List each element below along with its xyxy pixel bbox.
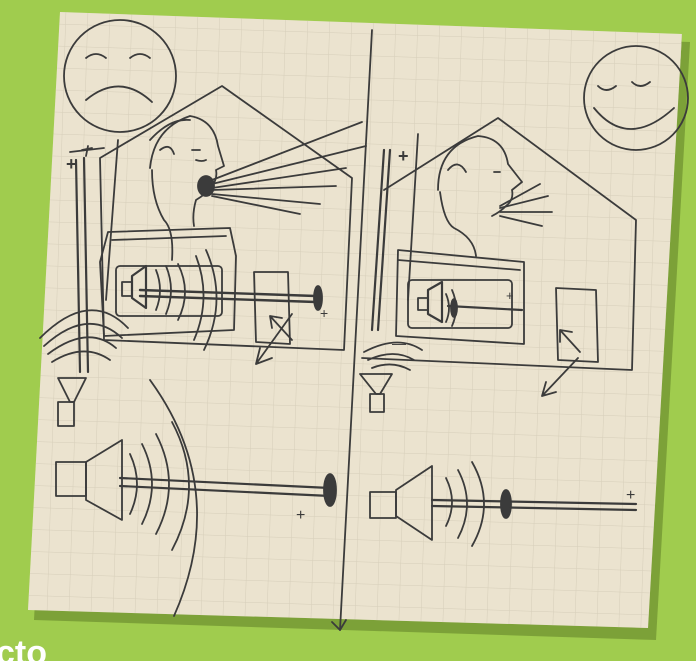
left-bottom-plus-label: + bbox=[296, 507, 305, 524]
right-minus-label: — bbox=[392, 335, 406, 351]
left-top-plus-label: + bbox=[66, 154, 77, 174]
left-rod-plus-label: + bbox=[320, 305, 328, 321]
corner-text: cto bbox=[0, 636, 47, 670]
right-top-plus-label: + bbox=[398, 146, 409, 166]
right-bottom-plus-label: + bbox=[626, 487, 635, 504]
right-radio-plus-label: + bbox=[506, 288, 514, 303]
